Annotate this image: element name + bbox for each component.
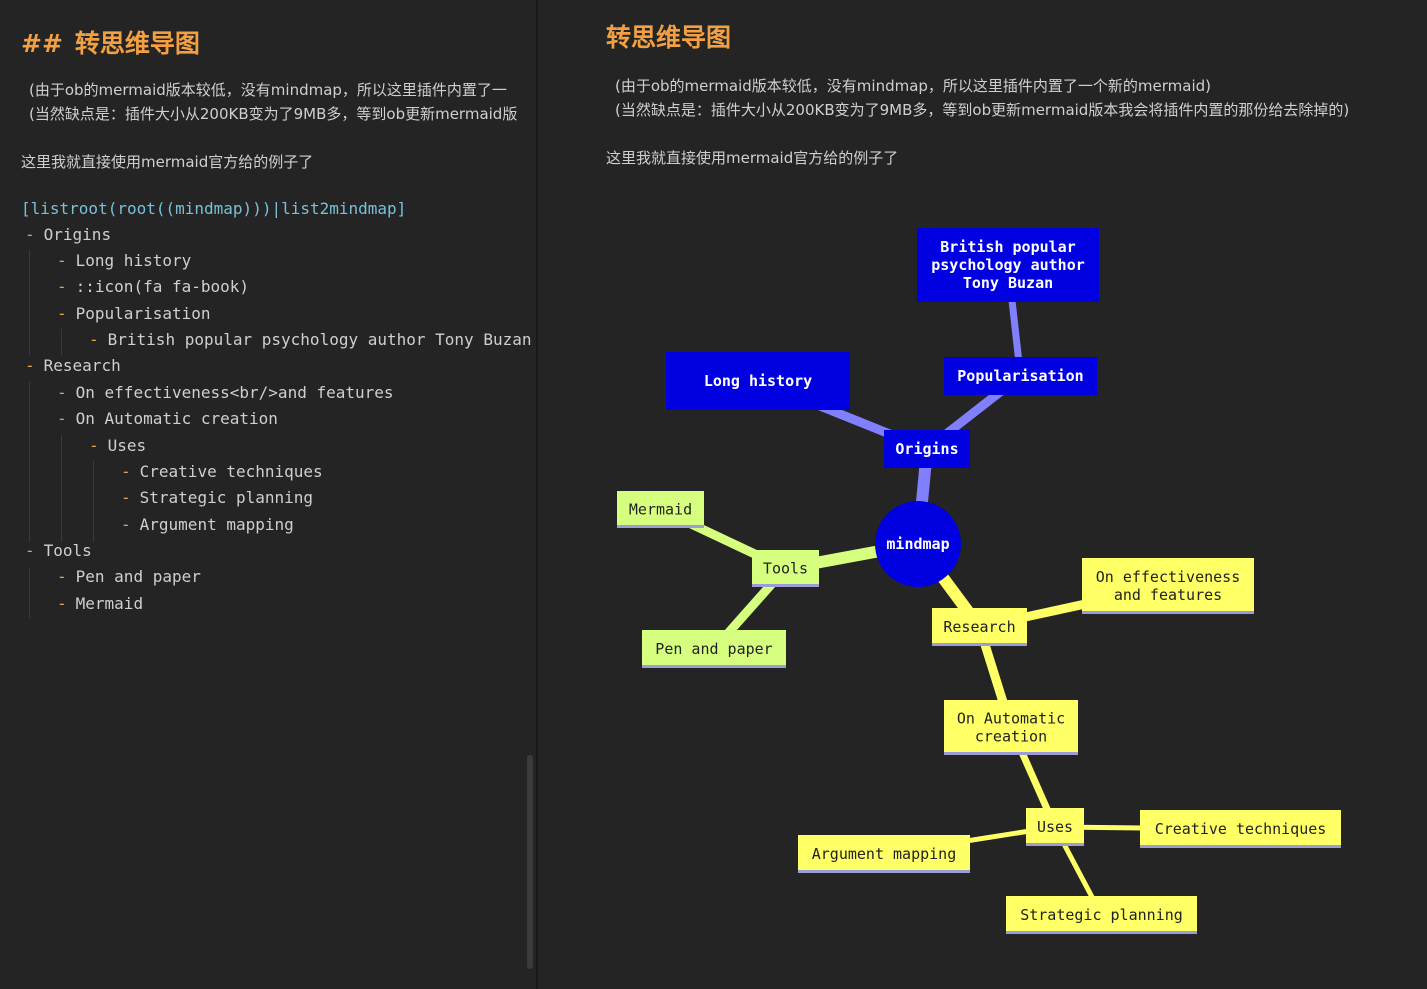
mindmap-node-label: creation <box>975 728 1047 746</box>
mindmap-diagram: Origins Long history Popularisation British… <box>617 228 1341 934</box>
heading-marker: ## <box>21 29 63 58</box>
preview-note-line-1: (由于ob的mermaid版本较低，没有mindmap，所以这里插件内置了一个新… <box>615 77 1212 95</box>
mindmap-node-origins: Origins <box>884 430 970 468</box>
indent-guide <box>93 461 94 542</box>
code-fence: [listroot(root((mindmap)))|list2mindmap] <box>21 199 407 218</box>
mindmap-node-label: Strategic planning <box>1020 906 1183 924</box>
preview-heading: 转思维导图 <box>606 23 732 52</box>
list-item[interactable]: -Popularisation <box>57 304 211 323</box>
pane-divider[interactable] <box>536 0 538 989</box>
mindmap-root: mindmap <box>875 501 961 587</box>
mindmap-node-label: Argument mapping <box>812 845 957 863</box>
preview-note-line-2: (当然缺点是：插件大小从200KB变为了9MB多，等到ob更新mermaid版本… <box>615 101 1350 119</box>
mindmap-node-uses: Uses <box>1026 808 1084 846</box>
mindmap-node-label: Tony Buzan <box>963 274 1053 292</box>
mindmap-node-label: On Automatic <box>957 710 1065 728</box>
list-item[interactable]: -Origins <box>25 225 112 244</box>
list-item[interactable]: -Uses <box>89 436 147 455</box>
editor-heading: ## 转思维导图 <box>21 24 200 60</box>
mindmap-node-label: psychology author <box>931 256 1085 274</box>
indent-guide <box>29 250 30 356</box>
list-item[interactable]: -Mermaid <box>57 594 144 613</box>
editor-intro: 这里我就直接使用mermaid官方给的例子了 <box>21 153 314 171</box>
mindmap-node-label: Uses <box>1037 818 1073 836</box>
mindmap-node-mermaid: Mermaid <box>617 491 704 528</box>
list-item[interactable]: -Creative techniques <box>121 462 323 481</box>
indent-guide <box>61 435 62 542</box>
mindmap-node-label: Origins <box>895 440 958 458</box>
mindmap-node-label: Popularisation <box>957 367 1083 385</box>
mindmap-node-pen: Pen and paper <box>642 630 786 668</box>
list-item[interactable]: -Strategic planning <box>121 488 314 507</box>
editor-pane[interactable]: ## 转思维导图 (由于ob的mermaid版本较低，没有mindmap，所以这里… <box>0 0 536 989</box>
editor-heading-text: 转思维导图 <box>74 29 200 58</box>
mindmap-node-argument: Argument mapping <box>798 835 970 873</box>
list-item[interactable]: -British popular psychology author Tony … <box>89 330 532 349</box>
mindmap-root-label: mindmap <box>886 535 949 553</box>
mindmap-node-label: British popular <box>940 238 1075 256</box>
indent-guide <box>29 382 30 542</box>
list-item[interactable]: -On effectiveness<br/>and features <box>57 383 394 402</box>
list-item[interactable]: -Long history <box>57 251 192 270</box>
list-item[interactable]: -Argument mapping <box>121 515 294 534</box>
mindmap-node-label: On effectiveness <box>1096 568 1241 586</box>
editor-note-line-1: (由于ob的mermaid版本较低，没有mindmap，所以这里插件内置了一 <box>29 81 507 99</box>
indent-guide <box>29 567 30 618</box>
mindmap-node-long-history: Long history <box>666 352 850 410</box>
editor-scrollbar[interactable] <box>527 755 533 969</box>
mindmap-node-creative: Creative techniques <box>1140 810 1341 848</box>
editor-note-line-2: (当然缺点是：插件大小从200KB变为了9MB多，等到ob更新mermaid版 <box>29 105 518 123</box>
mindmap-node-label: Pen and paper <box>655 640 772 658</box>
mindmap-node-label: Mermaid <box>629 501 692 519</box>
mindmap-node-label: Tools <box>763 560 808 578</box>
mindmap-node-label: Long history <box>704 372 812 390</box>
mindmap-node-tools: Tools <box>752 550 819 587</box>
mindmap-node-label: Research <box>943 618 1015 636</box>
indent-guide <box>61 329 62 356</box>
list-item[interactable]: -::icon(fa fa-book) <box>57 277 250 296</box>
preview-intro: 这里我就直接使用mermaid官方给的例子了 <box>606 149 899 167</box>
preview-pane: 转思维导图 (由于ob的mermaid版本较低，没有mindmap，所以这里插件… <box>538 0 1427 989</box>
list-item[interactable]: -Tools <box>25 541 92 560</box>
list-item[interactable]: -Pen and paper <box>57 567 201 586</box>
mindmap-node-label: and features <box>1114 586 1222 604</box>
mindmap-node-popularisation: Popularisation <box>944 357 1097 395</box>
list-item[interactable]: -On Automatic creation <box>57 409 278 428</box>
mindmap-node-research: Research <box>932 608 1027 646</box>
mindmap-node-label: Creative techniques <box>1155 820 1327 838</box>
list-item[interactable]: -Research <box>25 356 121 375</box>
mindmap-node-strategic: Strategic planning <box>1006 896 1197 934</box>
